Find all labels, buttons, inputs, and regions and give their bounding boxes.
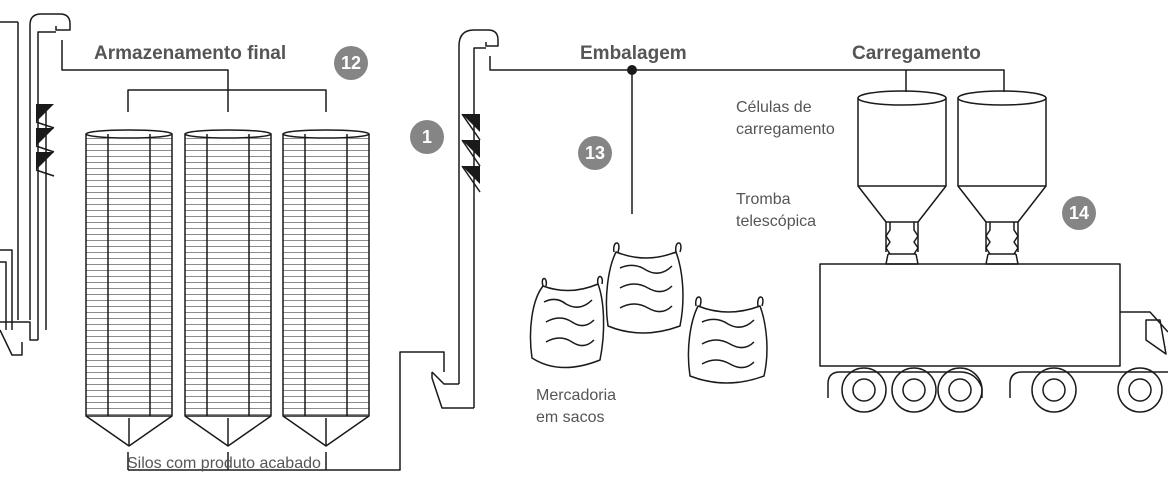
truck [819,263,1168,413]
loading-heading: Carregamento [852,43,981,64]
bulk-bag-3 [687,296,768,384]
telescopic-spout-label-line1: Tromba [736,191,791,208]
silo-2 [184,129,272,447]
step-badge-14: 14 [1062,196,1096,230]
telescopic-spout-label-line2: telescópica [736,213,817,230]
bagged-goods-label-line1: Mercadoria [536,387,617,404]
silo-3 [282,129,370,447]
bagged-goods-label-line2: em sacos [536,409,605,426]
conveyor-to-silos [61,40,229,90]
silo-1 [85,129,173,447]
silo-distribution-bracket [127,89,327,112]
top-conveyor [489,56,1005,92]
silos-caption: Silos com produto acabado [127,455,321,472]
packaging-heading: Embalagem [580,43,687,64]
left-bucket-elevator [0,13,71,356]
bulk-bag-1 [529,275,605,369]
loading-cells-label-line2: carregamento [736,121,835,138]
step-badge-1: 1 [410,120,444,154]
loading-cell-1 [857,90,947,265]
conveyor-junction-dot [627,65,637,75]
loading-cells-label-line1: Células de [736,99,812,116]
bulk-bag-2 [605,242,684,334]
loading-cell-2 [957,90,1047,265]
step-badge-13: 13 [578,136,612,170]
final-storage-heading: Armazenamento final [94,43,287,64]
step-badge-12: 12 [334,46,368,80]
silo-outlet-collector [127,351,445,471]
right-bucket-elevator [431,29,499,409]
